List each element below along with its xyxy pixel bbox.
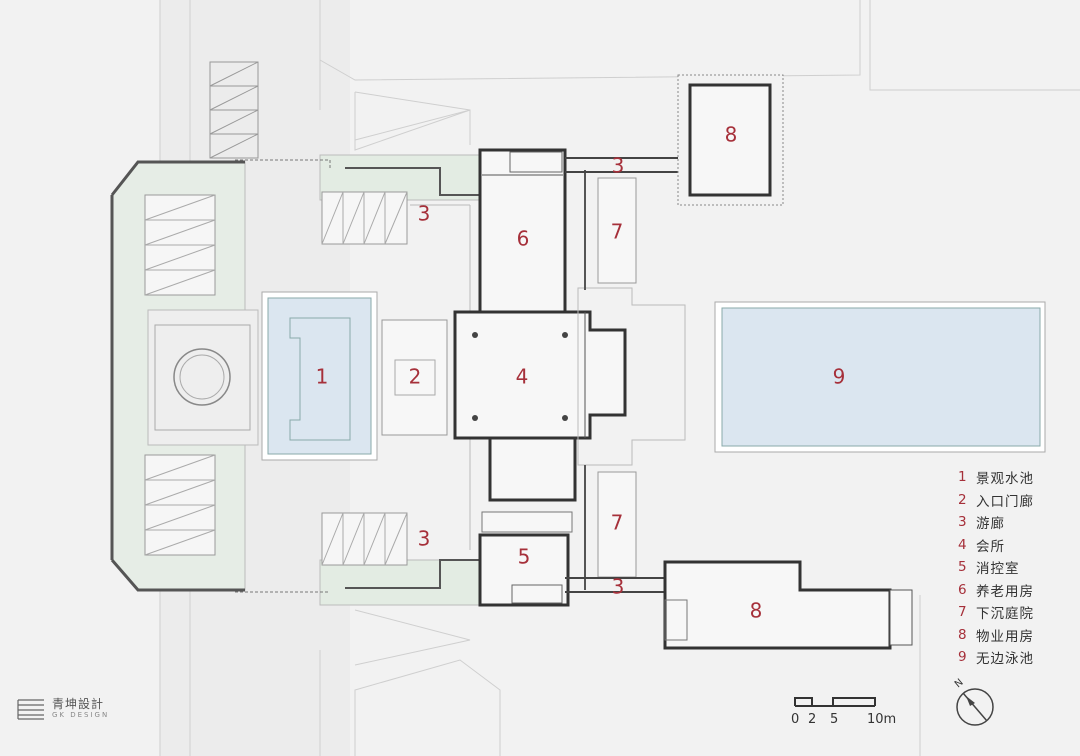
plaza-left: [147, 309, 259, 446]
room-number-8-b: 8: [750, 599, 763, 623]
room-number-9: 9: [833, 365, 846, 389]
site-boundary: [319, 0, 861, 81]
parking-top: [209, 61, 259, 159]
logo-cn: 青坤設計: [52, 697, 105, 711]
room-number-3-d: 3: [612, 575, 625, 599]
room-number-8-a: 8: [725, 123, 738, 147]
fountain: [173, 348, 231, 406]
scale-tick-0: 0: [791, 712, 800, 727]
scale-bar: [794, 697, 876, 707]
scale-tick-5: 5: [830, 712, 839, 727]
room-number-4: 4: [516, 365, 529, 389]
logo: 青坤設計 GK DESIGN: [16, 697, 109, 721]
scale-tick-10: 10m: [867, 712, 897, 727]
entrance-portico: [381, 319, 448, 436]
room-number-7-b: 7: [611, 511, 624, 535]
corridor-bottom: [345, 559, 485, 589]
sunken-courtyard-top: [597, 177, 637, 284]
elderly-room: [478, 148, 567, 314]
room-number-3-c: 3: [612, 154, 625, 178]
room-number-7-a: 7: [611, 220, 624, 244]
room-number-5: 5: [518, 545, 531, 569]
service-block: [488, 436, 577, 502]
scale-tick-2: 2: [808, 712, 817, 727]
fire-control-room: [478, 533, 570, 607]
corridor-top: [345, 167, 485, 196]
room-number-2: 2: [409, 365, 422, 389]
room-number-1: 1: [316, 365, 329, 389]
logo-mark-icon: [17, 699, 44, 720]
room-number-3-b: 3: [418, 527, 431, 551]
logo-en: GK DESIGN: [52, 711, 110, 719]
room-number-6: 6: [517, 227, 530, 251]
sunken-courtyard-bottom: [597, 471, 637, 578]
room-number-3-a: 3: [418, 202, 431, 226]
